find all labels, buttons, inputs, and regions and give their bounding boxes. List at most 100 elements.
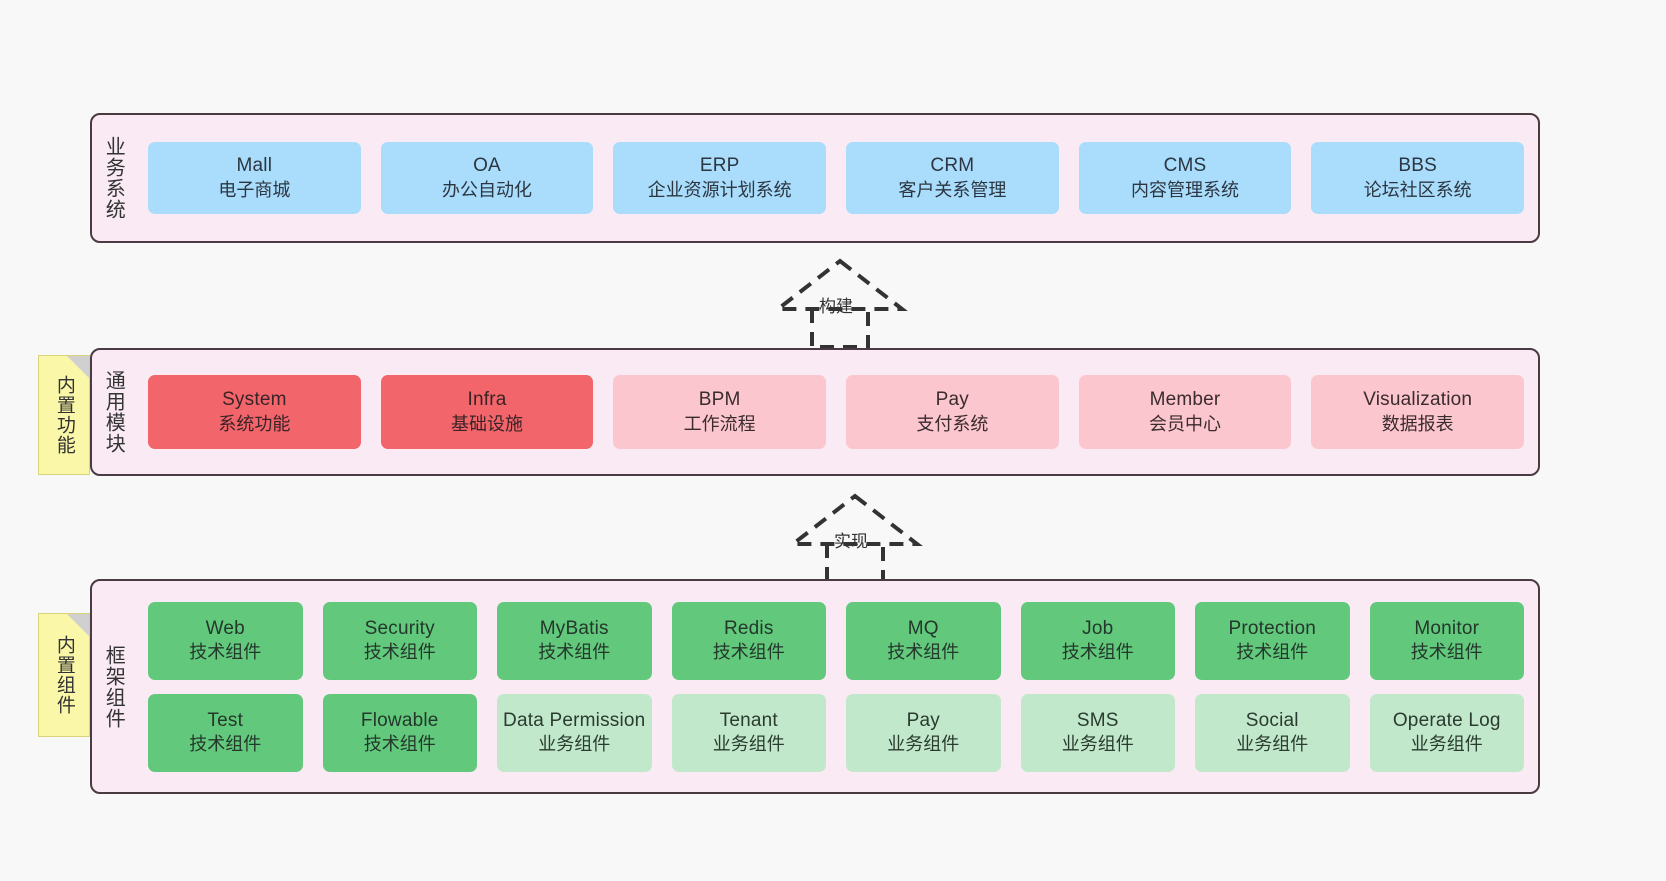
framework-tech-card-subtitle: 技术组件 bbox=[189, 642, 262, 663]
framework-business-card-subtitle: 业务组件 bbox=[712, 734, 785, 755]
framework-business-card[interactable]: Operate Log 业务组件 bbox=[1369, 693, 1524, 772]
framework-tech-card-name: MQ bbox=[907, 617, 939, 639]
framework-tech-card[interactable]: Job 技术组件 bbox=[1020, 601, 1175, 680]
framework-tech-card[interactable]: MQ 技术组件 bbox=[846, 601, 1001, 680]
framework-business-card-subtitle: 技术组件 bbox=[363, 734, 436, 755]
framework-tech-card-subtitle: 技术组件 bbox=[363, 642, 436, 663]
layer-title-framework-components: 框架组件 bbox=[102, 644, 125, 729]
framework-tech-card[interactable]: Monitor 技术组件 bbox=[1369, 601, 1524, 680]
general-module-card-name: Pay bbox=[935, 389, 970, 411]
general-module-card-subtitle: 工作流程 bbox=[683, 413, 756, 434]
business-system-card-subtitle: 内容管理系统 bbox=[1131, 179, 1240, 200]
framework-tech-card-name: Protection bbox=[1228, 617, 1317, 639]
framework-business-card[interactable]: Test 技术组件 bbox=[148, 693, 303, 772]
framework-business-card-name: Tenant bbox=[719, 709, 778, 731]
framework-business-card-subtitle: 业务组件 bbox=[1061, 734, 1134, 755]
general-module-card-name: Infra bbox=[467, 389, 507, 411]
framework-business-card[interactable]: Social 业务组件 bbox=[1195, 693, 1350, 772]
business-system-card-name: ERP bbox=[699, 155, 740, 177]
connector-build-label: 构建 bbox=[819, 297, 853, 316]
layer-title-business-system: 业务系统 bbox=[102, 136, 125, 220]
layer-title-general-modules: 通用模块 bbox=[102, 370, 125, 454]
business-system-card-subtitle: 电子商城 bbox=[218, 179, 291, 200]
implement-arrow-icon bbox=[787, 493, 923, 584]
business-system-card-name: CRM bbox=[930, 155, 975, 177]
business-system-card-subtitle: 客户关系管理 bbox=[898, 179, 1007, 200]
business-system-card-subtitle: 办公自动化 bbox=[442, 179, 532, 200]
business-system-card-name: CMS bbox=[1163, 155, 1207, 177]
note-builtin-components: 内置组件 bbox=[38, 613, 90, 737]
general-module-card-subtitle: 数据报表 bbox=[1381, 413, 1454, 434]
framework-tech-card-name: Job bbox=[1082, 617, 1114, 639]
general-module-card-subtitle: 支付系统 bbox=[916, 413, 989, 434]
general-module-card-subtitle: 会员中心 bbox=[1149, 413, 1222, 434]
framework-tech-card[interactable]: Protection 技术组件 bbox=[1195, 601, 1350, 680]
general-module-card-name: BPM bbox=[698, 389, 741, 411]
framework-tech-card-name: MyBatis bbox=[539, 617, 609, 639]
framework-tech-card-subtitle: 技术组件 bbox=[538, 642, 611, 663]
framework-business-card[interactable]: Flowable 技术组件 bbox=[322, 693, 477, 772]
framework-business-card-subtitle: 业务组件 bbox=[887, 734, 960, 755]
business-system-card-subtitle: 论坛社区系统 bbox=[1363, 179, 1472, 200]
framework-business-card[interactable]: Tenant 业务组件 bbox=[671, 693, 826, 772]
framework-tech-card[interactable]: MyBatis 技术组件 bbox=[497, 601, 652, 680]
framework-tech-card-subtitle: 技术组件 bbox=[1236, 642, 1309, 663]
framework-tech-card-name: Web bbox=[205, 617, 245, 639]
build-arrow-icon bbox=[772, 258, 908, 349]
business-system-card-name: BBS bbox=[1398, 155, 1437, 177]
connector-implement: 实现 bbox=[775, 490, 935, 586]
framework-business-card-name: Flowable bbox=[360, 709, 439, 731]
note-builtin-features: 内置功能 bbox=[38, 355, 90, 475]
framework-tech-card[interactable]: Redis 技术组件 bbox=[671, 601, 826, 680]
note-builtin-components-label: 内置组件 bbox=[53, 635, 75, 715]
framework-tech-card-name: Monitor bbox=[1414, 617, 1480, 639]
framework-tech-card-subtitle: 技术组件 bbox=[887, 642, 960, 663]
framework-tech-card-subtitle: 技术组件 bbox=[712, 642, 785, 663]
general-module-card-name: Member bbox=[1149, 389, 1221, 411]
note-builtin-features-label: 内置功能 bbox=[53, 375, 75, 455]
general-module-card-subtitle: 基础设施 bbox=[451, 413, 523, 434]
business-system-card-name: OA bbox=[473, 155, 501, 177]
business-system-card-subtitle: 企业资源计划系统 bbox=[647, 179, 792, 200]
framework-business-card-subtitle: 业务组件 bbox=[1236, 734, 1309, 755]
framework-business-card-name: Social bbox=[1245, 709, 1299, 731]
framework-tech-card-subtitle: 技术组件 bbox=[1410, 642, 1483, 663]
framework-tech-card-subtitle: 技术组件 bbox=[1061, 642, 1134, 663]
general-module-card-subtitle: 系统功能 bbox=[218, 413, 291, 434]
general-module-card-name: Visualization bbox=[1363, 389, 1473, 411]
framework-tech-card-name: Redis bbox=[723, 617, 774, 639]
connector-build: 构建 bbox=[760, 255, 920, 351]
framework-business-card-name: Test bbox=[207, 709, 244, 731]
framework-business-card-subtitle: 技术组件 bbox=[189, 734, 262, 755]
framework-business-card-subtitle: 业务组件 bbox=[1410, 734, 1483, 755]
framework-tech-card[interactable]: Web 技术组件 bbox=[148, 601, 303, 680]
connector-implement-label: 实现 bbox=[834, 532, 868, 551]
general-module-card-name: System bbox=[222, 389, 287, 411]
framework-business-card-name: Operate Log bbox=[1392, 709, 1501, 731]
framework-business-card-subtitle: 业务组件 bbox=[538, 734, 611, 755]
